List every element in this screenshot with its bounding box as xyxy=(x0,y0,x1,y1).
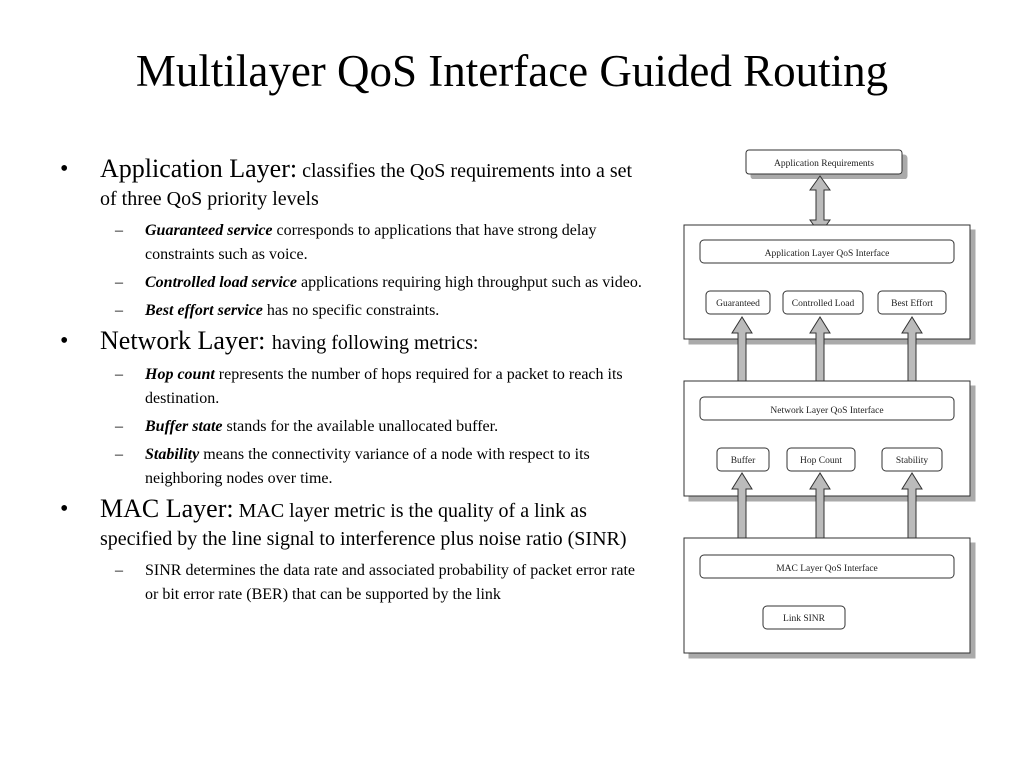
sub-bullet-term: Controlled load service xyxy=(145,274,297,291)
sub-bullet: – SINR determines the data rate and assoc… xyxy=(60,559,645,607)
guaranteed-box xyxy=(705,290,771,315)
best-effort-label: Best Effort xyxy=(891,298,933,309)
bullet-heading: MAC Layer: xyxy=(100,494,234,523)
bullet-dot: • xyxy=(60,328,69,354)
bullet-heading: Application Layer: xyxy=(100,154,298,183)
network-layer-box: Network Layer QoS Interface Buffer Hop C… xyxy=(683,380,971,497)
bullet-mac-layer: • MAC Layer: MAC layer metric is the qua… xyxy=(60,495,645,553)
sub-bullet-text: means the connectivity variance of a nod… xyxy=(145,446,590,487)
sub-bullet: – Controlled load service applications re… xyxy=(60,271,645,295)
sub-bullet: – Guaranteed service corresponds to appli… xyxy=(60,219,645,267)
sub-bullet: – Best effort service has no specific con… xyxy=(60,299,645,323)
sub-bullet: – Hop count represents the number of hops… xyxy=(60,363,645,411)
bullet-network-layer: • Network Layer: having following metric… xyxy=(60,327,645,357)
sub-bullet-text: represents the number of hops required f… xyxy=(145,366,623,407)
application-requirements-box: Application Requirements xyxy=(745,149,903,175)
sub-bullet-term: Hop count xyxy=(145,366,215,383)
qos-layer-diagram: Application Requirements Application Lay… xyxy=(683,149,971,654)
bullet-text: classifies the QoS requirements into a s… xyxy=(100,160,633,210)
link-sinr-label: Link SINR xyxy=(783,614,826,624)
link-sinr-box xyxy=(762,605,846,630)
hop-count-label: Hop Count xyxy=(800,456,842,466)
best-effort-box xyxy=(877,290,947,315)
dash-marker: – xyxy=(115,562,123,579)
sub-bullet-text: has no specific constraints. xyxy=(262,302,440,319)
stability-label: Stability xyxy=(896,456,928,466)
dash-marker: – xyxy=(115,222,123,239)
bullet-text: MAC layer metric is the quality of a lin… xyxy=(100,500,627,550)
dash-marker: – xyxy=(115,302,123,319)
application-requirements-label: Application Requirements xyxy=(774,159,874,169)
sub-bullet-term: Best effort service xyxy=(145,302,263,319)
application-layer-box: Application Layer QoS Interface Guarante… xyxy=(683,224,971,340)
hop-count-box xyxy=(786,447,856,472)
sub-bullet: – Stability means the connectivity varia… xyxy=(60,443,645,491)
sub-bullet-term: Stability xyxy=(145,446,200,463)
bullet-heading: Network Layer: xyxy=(100,326,272,355)
sub-bullet-term: Guaranteed service xyxy=(145,222,273,239)
bullet-list: • Application Layer: classifies the QoS … xyxy=(60,155,645,611)
mac-interface-label: MAC Layer QoS Interface xyxy=(776,563,878,574)
buffer-label: Buffer xyxy=(731,455,756,466)
sub-bullet-text: stands for the available unallocated buf… xyxy=(222,418,499,435)
mac-layer-box: MAC Layer QoS Interface Link SINR xyxy=(683,537,971,654)
dash-marker: – xyxy=(115,274,123,291)
stability-box xyxy=(881,447,943,472)
sub-bullet-term: Buffer state xyxy=(145,418,223,435)
bullet-text: having following metrics: xyxy=(271,332,479,354)
application-interface-label: Application Layer QoS Interface xyxy=(765,248,890,259)
bullet-dot: • xyxy=(60,496,69,522)
network-interface-label: Network Layer QoS Interface xyxy=(770,405,883,416)
buffer-box xyxy=(716,447,770,472)
guaranteed-label: Guaranteed xyxy=(716,299,760,309)
dash-marker: – xyxy=(115,418,123,435)
controlled-load-box xyxy=(782,290,864,315)
sub-bullet: – Buffer state stands for the available u… xyxy=(60,415,645,439)
dash-marker: – xyxy=(115,446,123,463)
sub-bullet-text: SINR determines the data rate and associ… xyxy=(145,562,636,603)
dash-marker: – xyxy=(115,366,123,383)
bullet-dot: • xyxy=(60,156,69,182)
slide-title: Multilayer QoS Interface Guided Routing xyxy=(135,46,889,96)
sub-bullet-text: corresponds to applications that have st… xyxy=(145,222,597,263)
controlled-load-label: Controlled Load xyxy=(792,299,855,309)
sub-bullet-text: applications requiring high throughput s… xyxy=(296,274,642,291)
bullet-application-layer: • Application Layer: classifies the QoS … xyxy=(60,155,645,213)
